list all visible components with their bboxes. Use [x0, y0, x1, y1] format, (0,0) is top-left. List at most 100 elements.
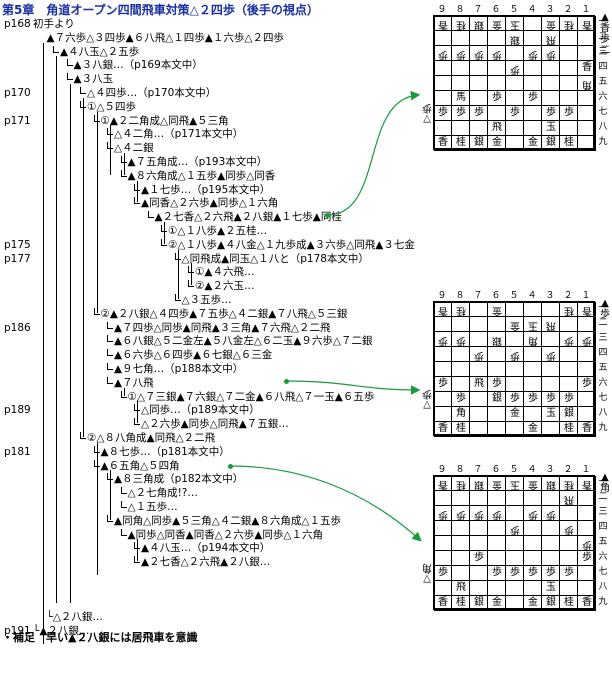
branch-hook: [66, 59, 73, 67]
sente-piece: 金: [528, 423, 538, 434]
sente-piece: 飛: [492, 122, 502, 133]
sente-piece: 金: [492, 137, 502, 148]
move-line: ▲６六歩△６四歩▲６七銀△６三金: [114, 349, 273, 362]
board-grid: 香桂銀金玉金銀桂香飛歩歩歩歩歩歩歩歩歩歩歩歩歩歩歩歩歩飛玉香桂銀金金銀桂香: [433, 475, 596, 611]
gote-piece: 歩: [456, 49, 466, 60]
rank-label: 三: [598, 507, 608, 517]
sente-piece: 歩: [474, 552, 484, 563]
board-square: [524, 362, 542, 377]
page-ref: p189: [4, 404, 31, 417]
gote-piece: 歩: [564, 335, 574, 346]
board-square: [524, 317, 542, 332]
rank-label: 九: [598, 137, 608, 147]
board-square: [560, 392, 578, 407]
board-square: [452, 332, 470, 347]
move-line: ②▲２六玉…: [195, 280, 255, 293]
sente-piece: 飛: [474, 378, 484, 389]
board-square: [488, 377, 506, 392]
gote-piece: 歩: [492, 509, 502, 520]
file-label: ２: [563, 465, 573, 475]
sente-piece: 香: [582, 423, 592, 434]
board-square: [524, 581, 542, 596]
move-line: ①△１八歩▲２五桂…: [168, 225, 268, 237]
board-square: [542, 476, 560, 491]
board-square: [506, 136, 524, 151]
tree-guide-line: [137, 180, 138, 203]
board-square: [434, 422, 452, 437]
rank-label: 一: [598, 303, 608, 313]
board-square: [452, 317, 470, 332]
rank-label: 五: [598, 363, 608, 373]
branch-hook: [188, 280, 194, 288]
sente-piece: 銀: [474, 597, 484, 608]
move-line: ▲３八銀…（p169本文中）: [73, 59, 203, 72]
board-square: [434, 506, 452, 521]
file-label: ９: [437, 5, 447, 15]
board-square: [560, 581, 578, 596]
branch-hook: [66, 73, 73, 81]
board-square: [488, 392, 506, 407]
board-square: [560, 536, 578, 551]
gote-piece: 玉: [510, 19, 520, 30]
gote-piece: 歩: [474, 49, 484, 60]
board-square: [488, 76, 506, 91]
move-line: ▲２七香△２六飛▲２八銀…: [141, 556, 271, 569]
board-square: [542, 392, 560, 407]
board-square: [542, 76, 560, 91]
rank-label: 七: [598, 567, 608, 577]
board-square: [524, 596, 542, 611]
board-square: [542, 302, 560, 317]
gote-piece: 歩: [582, 335, 592, 346]
board-square: [506, 16, 524, 31]
board-square: [470, 506, 488, 521]
board-square: [488, 536, 506, 551]
tree-guide-line: [42, 42, 44, 644]
board-square: [470, 581, 488, 596]
sente-piece: 玉: [546, 582, 556, 593]
rank-label: 三: [598, 47, 608, 57]
file-label: １: [581, 465, 591, 475]
tree-guide-line: [83, 97, 84, 437]
board-square: [524, 61, 542, 76]
gote-piece: 歩: [510, 524, 520, 535]
board-square: [470, 596, 488, 611]
board-square: [506, 506, 524, 521]
board-square: [542, 136, 560, 151]
board-square: [506, 491, 524, 506]
file-label: ２: [563, 291, 573, 301]
board-square: [578, 536, 596, 551]
tree-guide-line: [96, 111, 98, 313]
sente-piece: 香: [582, 62, 592, 73]
gote-hand: ▽歩: [422, 102, 432, 124]
gote-piece: 歩: [582, 539, 592, 550]
board-square: [488, 16, 506, 31]
board-square: [578, 551, 596, 566]
branch-hook: [80, 432, 86, 439]
board-square: [578, 377, 596, 392]
board-square: [506, 332, 524, 347]
board-square: [542, 46, 560, 61]
board-square: [560, 136, 578, 151]
board-square: [452, 422, 470, 437]
board-square: [506, 392, 524, 407]
board-square: [560, 121, 578, 136]
file-label: ３: [545, 465, 555, 475]
page-ref: p181: [4, 445, 31, 458]
gote-piece: 金: [492, 479, 502, 490]
board-square: [506, 551, 524, 566]
sente-piece: 玉: [546, 408, 556, 419]
gote-piece: 飛: [546, 320, 556, 331]
board-square: [488, 551, 506, 566]
gote-piece: 銀: [510, 34, 520, 45]
sente-piece: 銀: [474, 137, 484, 148]
gote-piece: 歩: [474, 509, 484, 520]
board-square: [434, 46, 452, 61]
board-square: [524, 136, 542, 151]
board-square: [434, 407, 452, 422]
board-square: [452, 46, 470, 61]
board-square: [506, 377, 524, 392]
branch-hook: [107, 349, 113, 357]
board-square: [452, 566, 470, 581]
board-square: [578, 106, 596, 121]
